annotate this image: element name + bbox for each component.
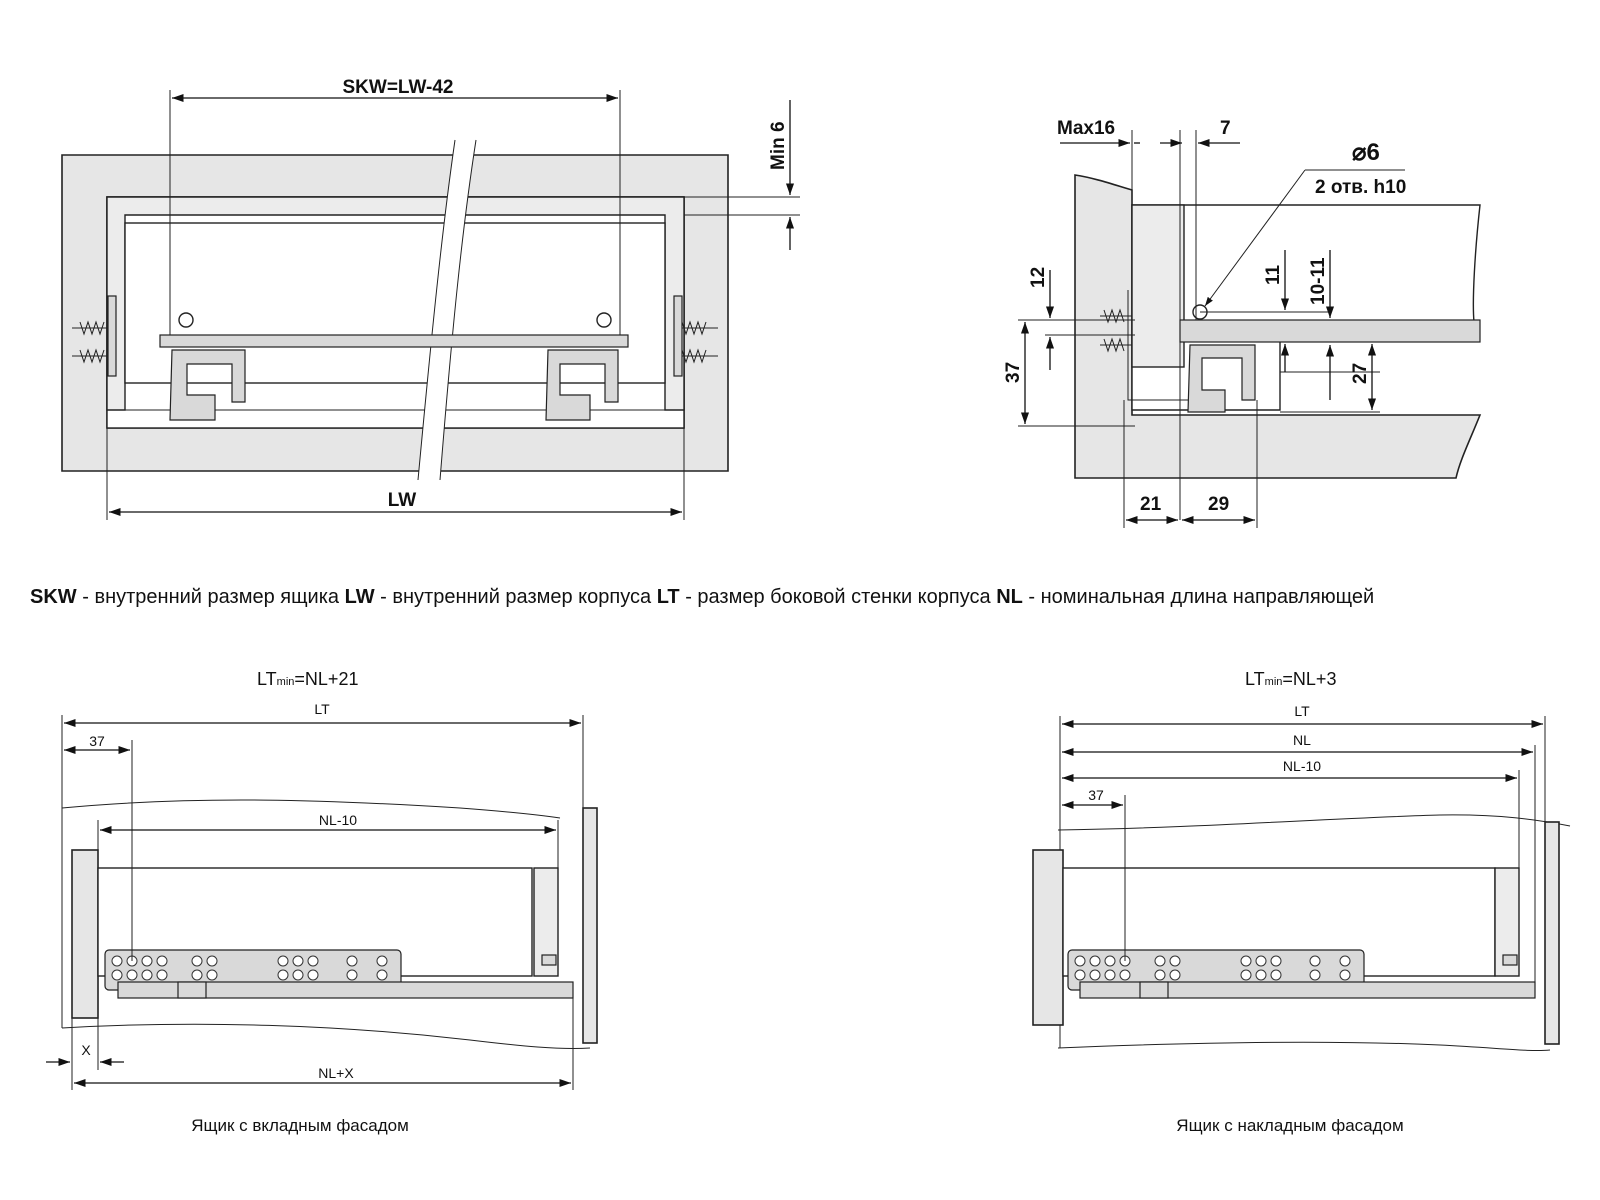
right-locking-clip: [596, 312, 612, 328]
bl-formula-prefix: LT: [257, 669, 277, 689]
holes-label: 2 отв. h10: [1315, 177, 1406, 198]
break-line-left: [417, 139, 456, 481]
legend-lt-desc: - размер боковой стенки корпуса: [679, 586, 997, 608]
inset-front-view: [46, 715, 598, 1090]
br-back-hook: [1502, 954, 1518, 966]
lw-label: LW: [388, 490, 417, 511]
br-formula-prefix: LT: [1245, 669, 1265, 689]
skw-label: SKW=LW-42: [343, 77, 454, 98]
min6-label: Min 6: [768, 121, 789, 170]
drawer-bottom-plate: [159, 334, 629, 348]
br-runner-rail: [1079, 981, 1536, 999]
br-wavy-bottom: [1057, 1041, 1551, 1052]
break-gap: [418, 140, 476, 480]
side-runner-profile: [1187, 344, 1256, 413]
bl-x-label: X: [81, 1042, 91, 1058]
drawer-bottom-panel: [1179, 319, 1481, 343]
bl-runner-holes: [111, 955, 388, 981]
side-detail-view: [1018, 130, 1482, 528]
bl-nlx-label: NL+X: [318, 1065, 354, 1081]
diameter-label: ⌀6: [1352, 139, 1380, 166]
max16-label: Max16: [1057, 118, 1115, 139]
right-runner-profile: [545, 349, 619, 421]
drawer-front-edge: [1131, 204, 1185, 368]
br-back-wall: [1544, 821, 1560, 1045]
left-screws: [72, 295, 117, 377]
br-locking-device: [1139, 981, 1169, 999]
bl-back-hook: [541, 954, 557, 966]
bl-formula-suffix: =NL+21: [294, 669, 358, 689]
dim10-11-label: 10-11: [1308, 257, 1329, 305]
br-lt-label: LT: [1294, 703, 1310, 719]
dim11-label: 11: [1263, 264, 1284, 285]
br-runner-holes: [1074, 955, 1351, 981]
bl-wavy-bottom: [61, 1023, 591, 1050]
bl-runner-rail: [117, 981, 574, 999]
legend-nl-term: NL: [996, 586, 1023, 608]
left-runner-profile: [169, 349, 246, 421]
bl-inset-front: [71, 849, 99, 1019]
br-caption: Ящик с накладным фасадом: [1176, 1116, 1403, 1135]
cabinet-side-wall: [1074, 174, 1482, 479]
br-dim37-label: 37: [1088, 787, 1104, 803]
legend-skw-desc: - внутренний размер ящика: [76, 586, 345, 608]
bl-wavy-top: [61, 799, 561, 819]
bl-dim37-label: 37: [89, 733, 105, 749]
dim29-label: 29: [1208, 494, 1229, 515]
dim37-label: 37: [1003, 362, 1024, 383]
runner-bracket: [1127, 290, 1188, 401]
legend-nl-desc: - номинальная длина направляющей: [1022, 586, 1375, 608]
dim27-label: 27: [1350, 363, 1371, 384]
br-formula-suffix: =NL+3: [1282, 669, 1336, 689]
br-nl-label: NL: [1293, 732, 1311, 748]
diameter-leader: [1205, 169, 1405, 306]
br-formula-sub: min: [1265, 676, 1283, 688]
bl-back-wall: [582, 807, 598, 1044]
legend-skw-term: SKW: [30, 586, 77, 608]
br-formula: LTmin=NL+3: [1245, 669, 1336, 689]
br-overlay-front: [1032, 849, 1064, 1026]
break-line-right: [439, 139, 477, 481]
left-locking-clip: [178, 312, 194, 328]
legend-lt-term: LT: [656, 586, 680, 608]
bl-lt-label: LT: [314, 701, 330, 717]
overlay-front-view: [1032, 716, 1571, 1052]
dim21-label: 21: [1140, 494, 1162, 515]
dim7-label: 7: [1220, 118, 1231, 139]
bl-nl10-label: NL-10: [319, 812, 357, 828]
bl-locking-device: [177, 981, 207, 999]
legend-lw-desc: - внутренний размер корпуса: [374, 586, 657, 608]
br-nl10-label: NL-10: [1283, 758, 1321, 774]
bl-caption: Ящик с вкладным фасадом: [191, 1116, 409, 1135]
legend-line: SKW - внутренний размер ящика LW - внутр…: [30, 586, 1590, 609]
front-section-view: [61, 90, 800, 520]
br-wavy-top: [1057, 814, 1571, 831]
legend-lw-term: LW: [344, 586, 375, 608]
dim12-label: 12: [1028, 267, 1049, 288]
right-screws: [673, 295, 718, 377]
bl-formula-sub: min: [277, 676, 295, 688]
bl-formula: LTmin=NL+21: [257, 669, 358, 689]
